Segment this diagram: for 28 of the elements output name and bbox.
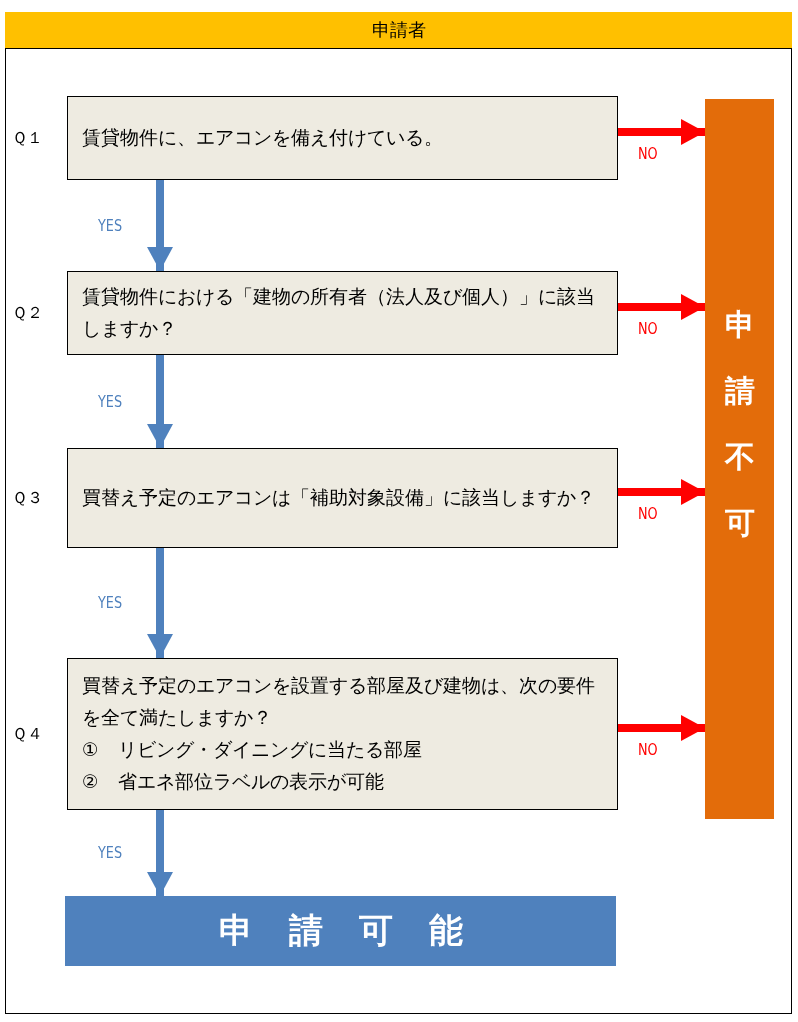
result-bar: [65, 896, 616, 966]
question-number: Ｑ４: [12, 724, 43, 745]
result-bar: [705, 99, 774, 819]
question-text: 買替え予定のエアコンは「補助対象設備」に該当しますか？: [82, 486, 596, 510]
question-text: 賃貸物件に、エアコンを備え付けている。: [82, 126, 444, 150]
question-text: ① リビング・ダイニングに当たる部屋: [82, 738, 423, 762]
question-number: Ｑ３: [12, 488, 43, 509]
result-text: 申請不可: [724, 306, 755, 542]
arrow: [618, 715, 705, 741]
question-number: Ｑ２: [12, 303, 43, 324]
question-box: [67, 448, 618, 548]
arrow: [147, 355, 173, 448]
arrow: [618, 119, 705, 145]
question-box: [67, 658, 618, 810]
result-text: 申請可能: [218, 909, 499, 952]
arrow: [147, 180, 173, 271]
arrow: [147, 548, 173, 658]
arrow: [618, 479, 705, 505]
header-band: [5, 12, 792, 49]
question-box: [67, 96, 618, 180]
question-text: ② 省エネ部位ラベルの表示が可能: [82, 770, 385, 794]
arrow: [618, 294, 705, 320]
header-text: 申請者: [371, 18, 426, 42]
question-text: 買替え予定のエアコンを設置する部屋及び建物は、次の要件を全て満たしますか？: [82, 674, 596, 730]
question-number: Ｑ１: [12, 128, 43, 149]
arrow: [147, 810, 173, 896]
question-text: 賃貸物件における「建物の所有者（法人及び個人）」に該当しますか？: [82, 285, 596, 341]
question-box: [67, 271, 618, 355]
